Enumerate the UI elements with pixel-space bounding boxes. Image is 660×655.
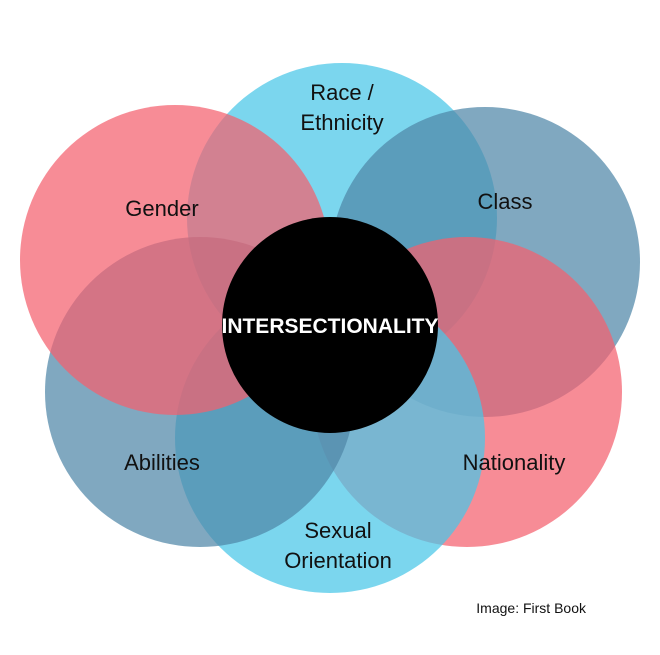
label-class: Class: [477, 189, 532, 214]
center-label: INTERSECTIONALITY: [221, 315, 438, 338]
center-circle: [222, 217, 438, 433]
label-sexual-orientation-line-1: Sexual: [304, 518, 371, 543]
label-race-line-1: Race /: [310, 80, 374, 105]
label-abilities: Abilities: [124, 450, 200, 475]
label-nationality: Nationality: [463, 450, 566, 475]
label-gender: Gender: [125, 196, 198, 221]
image-credit: Image: First Book: [476, 600, 586, 616]
label-sexual-orientation-line-2: Orientation: [284, 548, 392, 573]
labels-layer: Race / EthnicityClassNationalitySexualOri…: [124, 80, 565, 573]
label-race-line-2: Ethnicity: [300, 110, 383, 135]
